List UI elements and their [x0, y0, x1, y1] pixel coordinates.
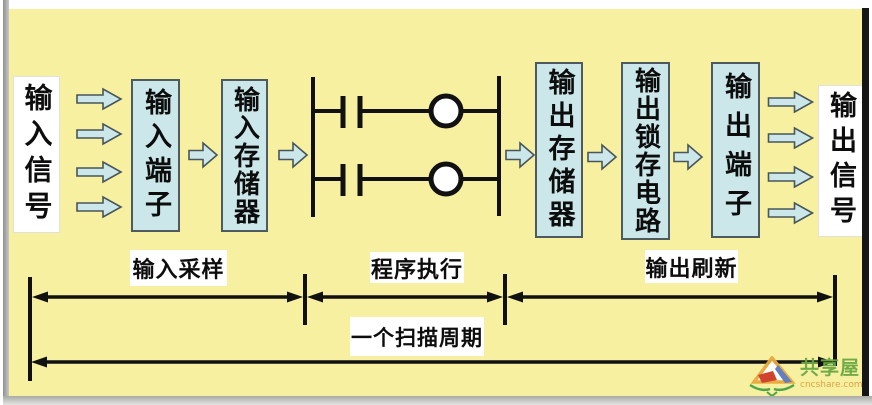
flow-arrow-icon: [188, 141, 219, 169]
input-signal-arrow-icon: [76, 122, 123, 146]
scan-cycle-label: 一个扫描周期: [350, 317, 484, 356]
flow-arrow-icon: [587, 143, 618, 171]
node-output-signal-label: 输出信号: [825, 91, 856, 231]
phase-output-refresh-label: 输出刷新: [645, 250, 738, 283]
watermark: 共享屋 cncshare.com: [748, 356, 868, 400]
watermark-text: 共享屋 cncshare.com: [800, 356, 863, 390]
phase-program-execution-label: 程序执行: [370, 252, 464, 283]
page-left-edge: [3, 0, 9, 400]
output-signal-arrow-icon: [767, 90, 815, 114]
node-output-latch-label: 输出锁存电路: [630, 67, 661, 235]
watermark-brand: 共享屋: [800, 357, 861, 379]
output-signal-arrow-icon: [767, 126, 815, 150]
node-output-memory: 输出存储器: [535, 62, 583, 238]
node-input-memory-label: 输入存储器: [229, 85, 260, 226]
node-input-signal: 输入信号: [13, 76, 60, 233]
input-signal-arrow-icon: [76, 160, 123, 184]
flow-arrow-icon: [278, 141, 309, 169]
output-signal-arrow-icon: [767, 201, 815, 225]
flow-arrow-icon: [673, 143, 704, 171]
input-signal-arrow-icon: [76, 195, 123, 219]
output-signal-arrow-icon: [767, 165, 815, 189]
input-signal-arrow-icon: [76, 87, 123, 111]
node-output-terminal-label: 输出端子: [720, 72, 751, 228]
node-input-memory: 输入存储器: [221, 79, 268, 232]
phase-input-sampling-label: 输入采样: [130, 250, 227, 286]
cncshare-logo-icon: [749, 356, 796, 398]
watermark-domain: cncshare.com: [800, 380, 863, 390]
right-black-bar: [862, 8, 869, 398]
node-output-signal: 输出信号: [818, 85, 863, 237]
node-input-signal-label: 输入信号: [20, 82, 54, 227]
node-output-latch: 输出锁存电路: [621, 62, 670, 240]
node-output-terminal: 输出端子: [711, 62, 760, 238]
node-input-terminal: 输入端子: [131, 79, 180, 232]
flow-arrow-icon: [505, 141, 536, 169]
page-bottom-edge: [3, 396, 872, 405]
node-input-terminal-label: 输入端子: [140, 87, 171, 224]
node-output-memory-label: 输出存储器: [543, 67, 575, 233]
